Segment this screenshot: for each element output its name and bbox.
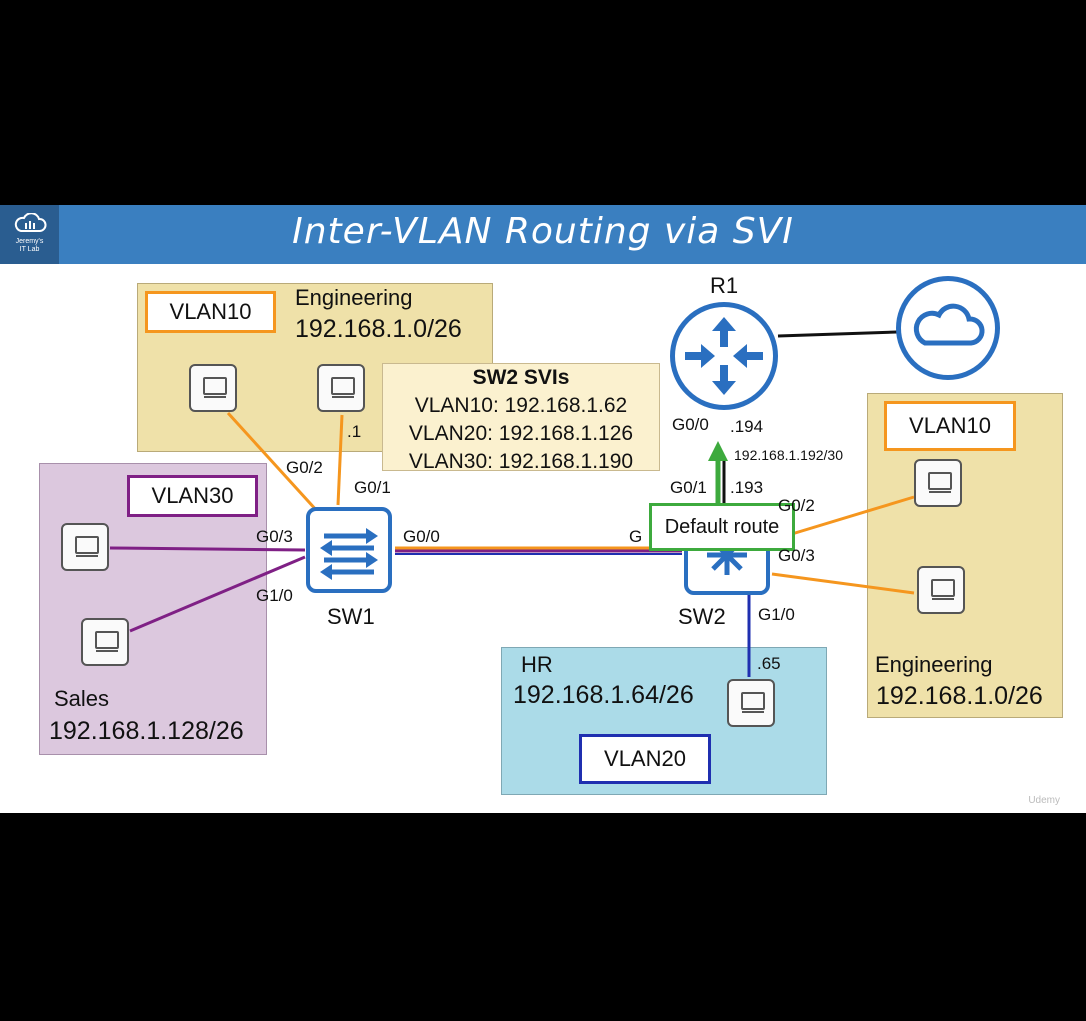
title-bar: Jeremy's IT Lab Inter-VLAN Routing via S… (0, 205, 1086, 264)
link-sw1-sales-pc-a (109, 546, 306, 552)
addr-r1-host: .194 (730, 417, 764, 436)
if-sw1-g01: G0/1 (354, 478, 391, 497)
addr-link-subnet: 192.168.1.192/30 (734, 447, 843, 463)
router-r1[interactable] (670, 302, 778, 410)
if-r1-g00: G0/0 (672, 415, 709, 434)
hr-name: HR (521, 652, 553, 677)
if-sw1-g03: G0/3 (256, 527, 293, 546)
if-sw2-g00-partial: G (629, 527, 643, 546)
switch-sw1[interactable] (306, 507, 392, 593)
sw2-label: SW2 (678, 604, 726, 629)
link-sw1-sales-pc-b (129, 555, 306, 633)
watermark: Udemy (1028, 795, 1060, 806)
if-sw2-g02: G0/2 (778, 496, 815, 515)
if-sw1-g00: G0/0 (403, 527, 440, 546)
switch-arrows-icon (320, 528, 378, 580)
addr-sw2-host: .193 (730, 478, 764, 497)
logo: Jeremy's IT Lab (0, 205, 59, 264)
sw2-svi-box: SW2 SVIs VLAN10: 192.168.1.62 VLAN20: 19… (382, 363, 660, 473)
sales-name: Sales (54, 686, 110, 711)
r1-label: R1 (710, 273, 739, 298)
vlan-tag-hr: VLAN20 (579, 734, 711, 784)
sw1-label: SW1 (327, 604, 375, 629)
if-sw2-g03: G0/3 (778, 546, 815, 565)
pc-sales-a[interactable] (61, 523, 109, 571)
vlan-tag-sales: VLAN30 (127, 475, 258, 517)
if-sw2-g10: G1/0 (758, 605, 795, 624)
engineering-left-subnet: 192.168.1.0/26 (295, 315, 462, 343)
pc-engineering-left-a[interactable] (189, 364, 237, 412)
default-route-arrow-head (708, 441, 728, 461)
engineering-right-name: Engineering (875, 652, 993, 677)
link-sw2-eng-pc-a (771, 495, 915, 542)
hr-subnet: 192.168.1.64/26 (513, 681, 694, 709)
if-sw2-g01: G0/1 (670, 478, 707, 497)
svi-line-vlan10: VLAN10: 192.168.1.62 (414, 394, 628, 417)
default-route-label: Default route (649, 503, 795, 551)
pc-engineering-right-a[interactable] (914, 459, 962, 507)
internet-cloud[interactable] (896, 276, 1000, 380)
vlan-tag-engineering-left: VLAN10 (145, 291, 276, 333)
page-title: Inter-VLAN Routing via SVI (292, 211, 794, 252)
pc-engineering-right-b[interactable] (917, 566, 965, 614)
engineering-right-subnet: 192.168.1.0/26 (876, 682, 1043, 710)
svi-heading: SW2 SVIs (472, 366, 570, 389)
link-r1-internet (777, 330, 898, 338)
logo-line-1: Jeremy's (15, 238, 44, 245)
cloud-icon (913, 303, 985, 346)
cloud-logo-icon (14, 212, 46, 232)
if-sw1-g02: G0/2 (286, 458, 323, 477)
logo-line-2: IT Lab (19, 246, 40, 253)
network-links (109, 330, 915, 677)
router-arrows-icon (685, 317, 763, 395)
pc-sales-b[interactable] (81, 618, 129, 666)
slide: Jeremy's IT Lab Inter-VLAN Routing via S… (0, 205, 1086, 813)
pc-hr[interactable] (727, 679, 775, 727)
sales-subnet: 192.168.1.128/26 (49, 717, 244, 745)
link-sw1-eng-pc-a (226, 411, 320, 514)
link-sw2-eng-pc-b (771, 572, 915, 595)
addr-eng-pc-host: .1 (347, 422, 362, 441)
link-sw1-eng-pc-b (336, 414, 344, 506)
svi-line-vlan20: VLAN20: 192.168.1.126 (408, 422, 634, 445)
engineering-left-name: Engineering (295, 285, 413, 310)
svi-line-vlan30: VLAN30: 192.168.1.190 (408, 450, 634, 473)
pc-engineering-left-b[interactable] (317, 364, 365, 412)
vlan-tag-engineering-right: VLAN10 (884, 401, 1016, 451)
if-sw1-g10: G1/0 (256, 586, 293, 605)
addr-hr-pc-host: .65 (757, 654, 781, 673)
